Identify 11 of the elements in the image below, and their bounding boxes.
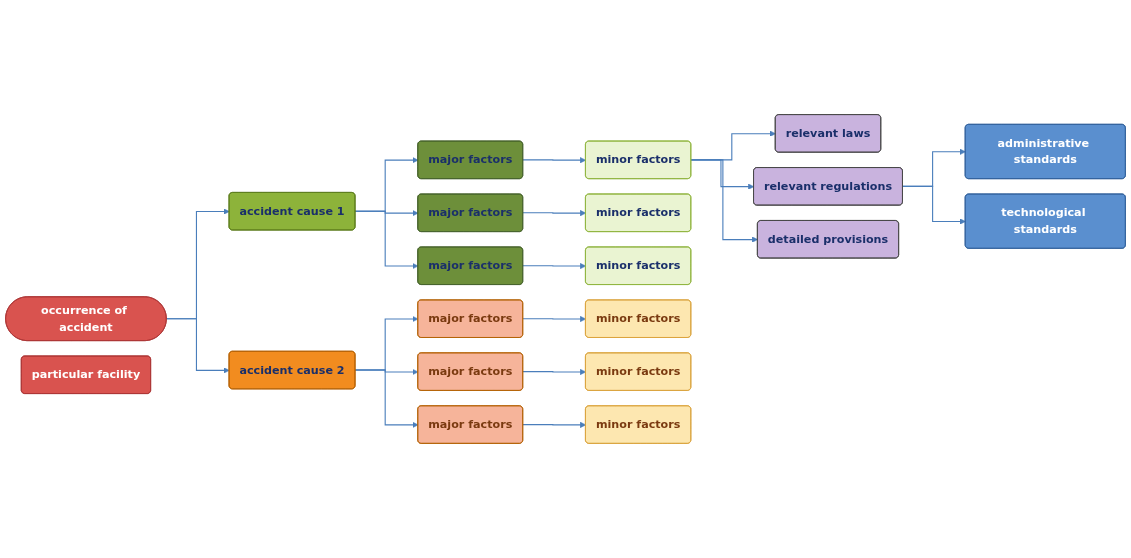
arrow [354, 210, 419, 270]
arrow [522, 263, 587, 270]
arrow [522, 368, 587, 376]
arrow [522, 210, 587, 217]
arrow [522, 421, 587, 428]
arrow [354, 369, 419, 428]
arrow [690, 159, 758, 243]
arrow [901, 185, 966, 225]
arrow [522, 157, 587, 164]
arrow [522, 315, 587, 323]
arrow [165, 318, 230, 374]
